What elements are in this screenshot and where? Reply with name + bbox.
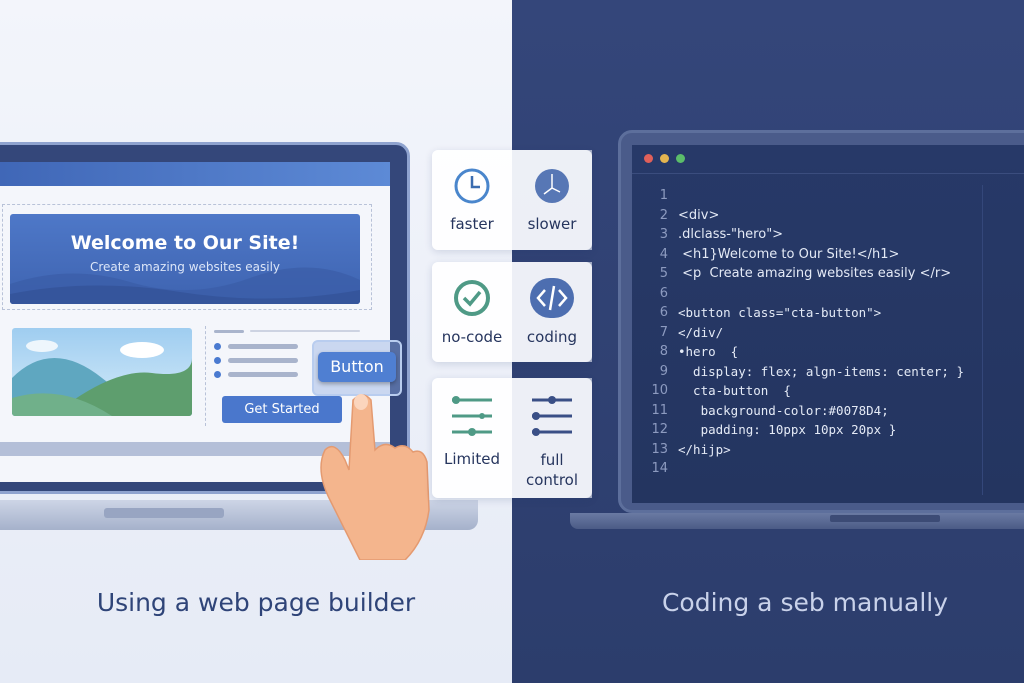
code-line: <h1}Welcome to Our Site!</h1> [678,246,900,262]
get-started-button[interactable]: Get Started [222,396,342,423]
mountain-icon [12,340,192,416]
limited-label: Limited [444,450,500,468]
code-line: </hijp> [678,441,731,457]
code-line: <div> [678,207,720,223]
wave-decoration [10,267,360,304]
line-number: 11 [651,402,668,418]
pointing-hand-icon [320,394,430,560]
hero-section-outline [2,204,372,310]
line-number: 14 [651,461,668,476]
builder-screen: Welcome to Our Site! Create amazing webs… [0,162,390,482]
landscape-image[interactable] [12,328,192,416]
builder-control: Limited [432,378,512,498]
code-line: display: flex; algn-items: center; } [678,363,964,379]
builder-speed: faster [432,150,512,250]
titlebar-divider [632,173,1024,174]
code-line: </div/ [678,324,724,340]
builder-skill: no-code [432,262,512,362]
line-number: 1 [659,188,668,203]
faster-label: faster [450,215,494,233]
minimize-dot-icon[interactable] [660,154,669,163]
skill-comparison-card: no-code coding [432,262,592,362]
editor-gutter-line [982,185,983,495]
line-number: 10 [651,383,668,398]
bullet-icon [214,343,221,350]
line-number: 6 [659,305,668,320]
bullet-icon [214,357,221,364]
line-number: 4 [659,246,668,262]
control-comparison-card: Limited full control [432,378,592,498]
laptop-trackpad-notch [104,508,224,518]
hero-subtitle: Create amazing websites easily [89,260,281,274]
line-number: 9 [659,363,668,379]
code-line: .dlclass-"hero"> [678,227,784,242]
clock-icon [454,168,490,204]
line-number: 13 [651,441,668,457]
line-number: 6 [659,285,668,301]
code-editor-screen [632,145,1024,503]
maximize-dot-icon[interactable] [676,154,685,163]
line-number: 12 [651,422,668,437]
code-icon [530,278,574,318]
content-block-outline [205,326,370,426]
line-number: 8 [659,344,668,359]
compass-icon [535,169,569,203]
code-line: <p Create amazing websites easily </r> [678,266,952,281]
coding-caption: Coding a seb manually [661,588,949,617]
bullet-icon [214,371,221,378]
line-number: 3 [659,227,668,242]
full-control-label: full control [526,451,578,489]
coding-laptop-base [570,513,1024,529]
text-line [228,344,298,349]
sliders-icon [452,396,492,436]
hero-banner[interactable]: Welcome to Our Site! Create amazing webs… [10,214,360,304]
slower-label: slower [527,215,577,233]
code-line: padding: 10ppx 10px 20px } [678,422,897,437]
builder-top-bar [0,162,390,186]
text-line [250,330,360,332]
coding-label: coding [526,328,578,346]
coding-speed: slower [512,150,592,250]
text-line [228,372,298,377]
speed-comparison-card: faster slower [432,150,592,250]
text-line [228,358,298,363]
line-number: 7 [659,324,668,340]
code-line: <button class="cta-button"> [678,305,882,320]
builder-caption: Using a web page builder [96,588,416,617]
sliders-icon [532,396,572,436]
close-dot-icon[interactable] [644,154,653,163]
footer-strip [0,442,390,456]
no-code-label: no-code [441,328,503,346]
line-number: 5 [659,266,668,281]
code-line: background-color:#0078D4; [678,402,889,418]
code-line: •hero { [678,344,739,359]
dragged-button[interactable]: Button [318,352,396,382]
text-line [214,330,244,333]
hero-title: Welcome to Our Site! [70,232,300,254]
code-line: cta-button { [678,383,791,398]
laptop-trackpad-notch [830,515,940,522]
coding-skill: coding [512,262,592,362]
coding-control: full control [512,378,592,498]
check-circle-icon [454,280,490,316]
line-number: 2 [659,207,668,223]
